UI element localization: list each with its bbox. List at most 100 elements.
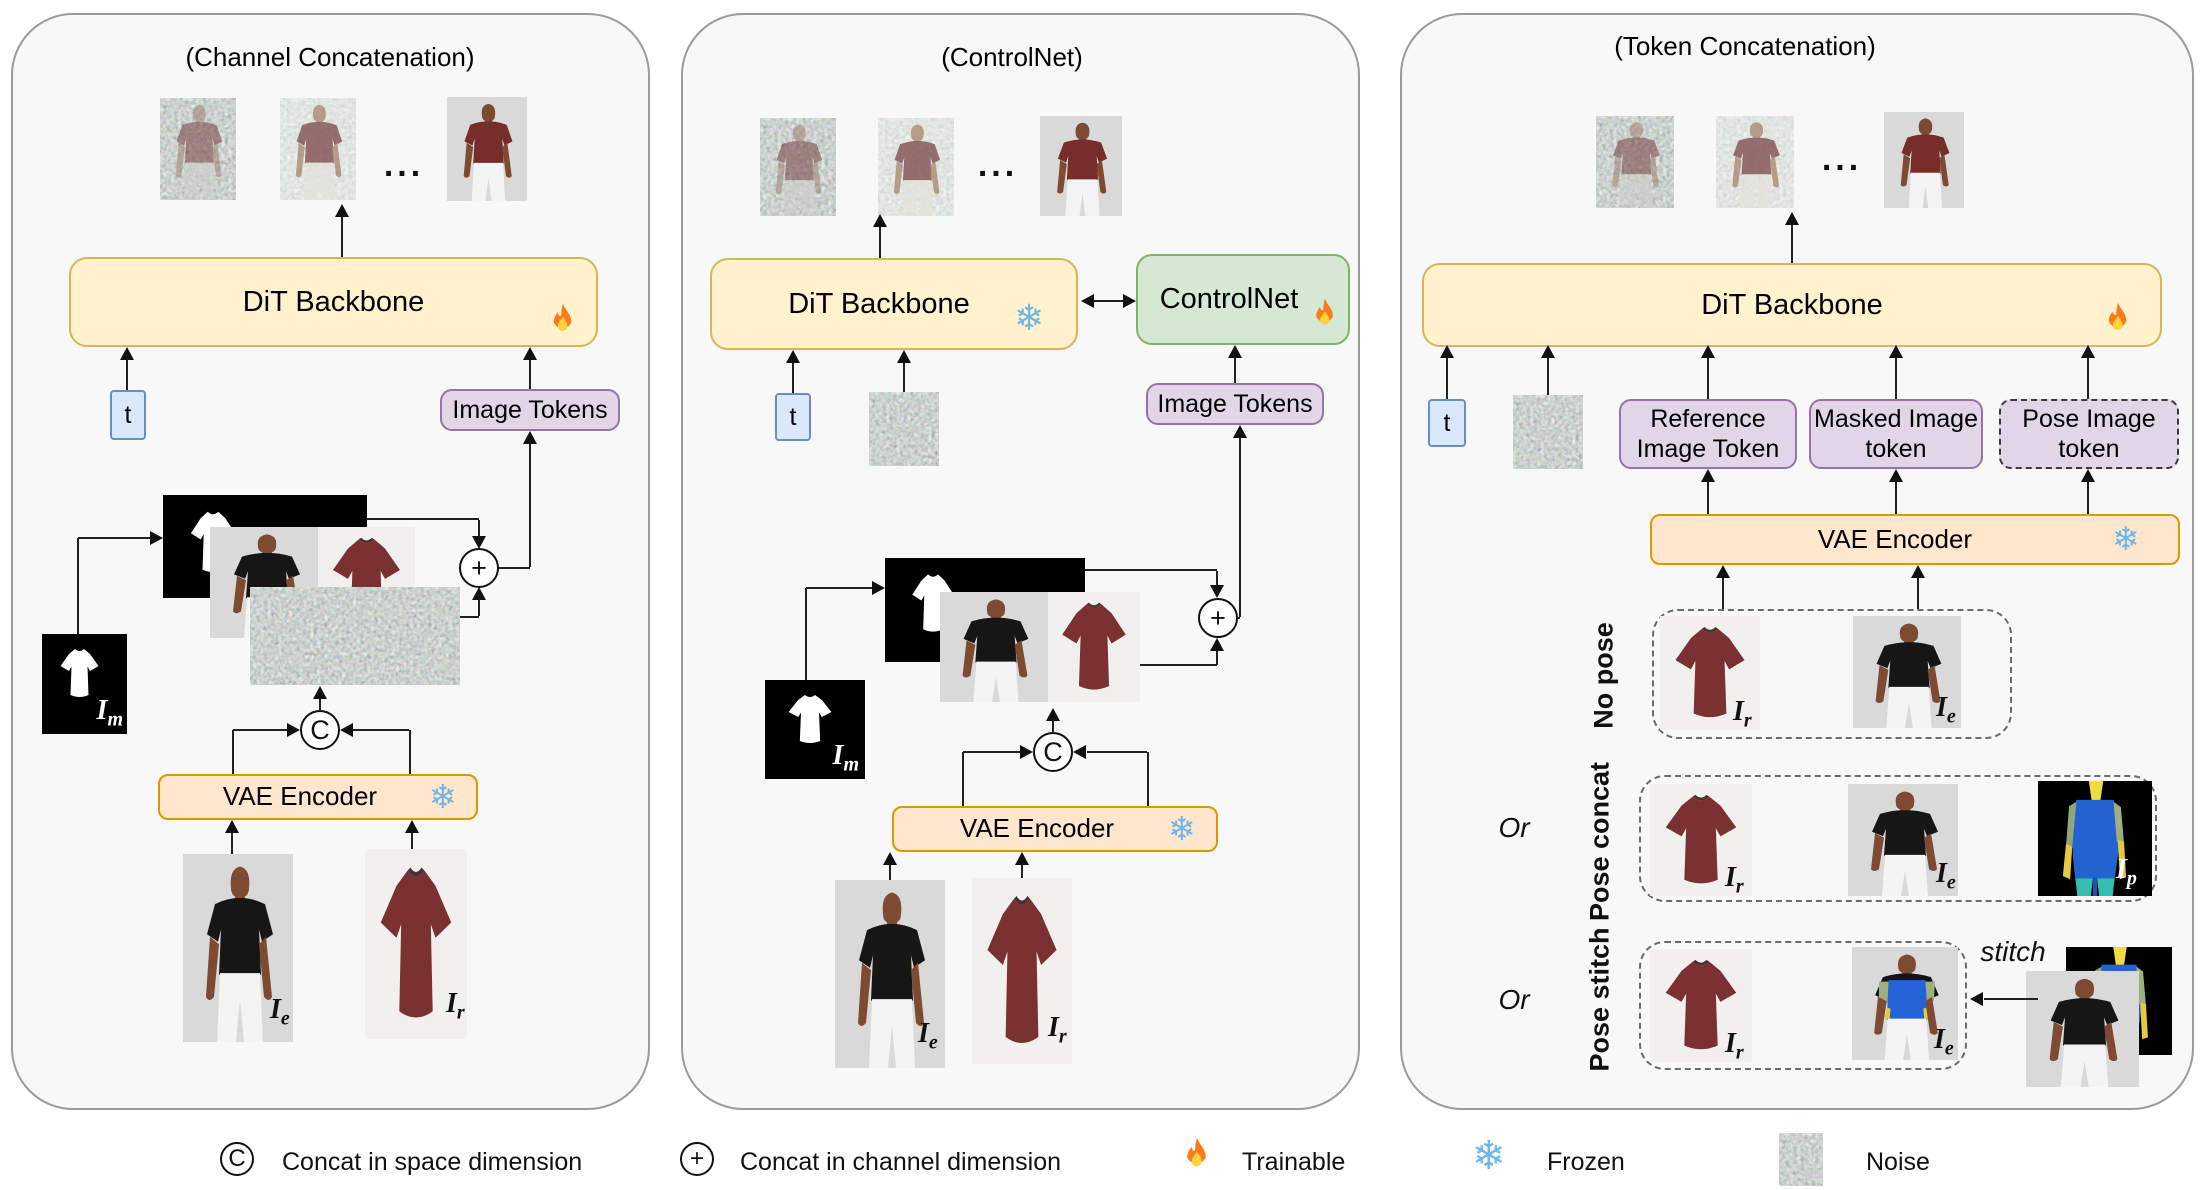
connector-line: [126, 357, 128, 390]
p2-image-tokens-box: Image Tokens: [1146, 383, 1324, 425]
p2-concat-channel-node: +: [1198, 598, 1238, 638]
connector-line: [78, 537, 151, 539]
p3-denoise-step1-image: [1596, 116, 1674, 208]
connector-line: [77, 538, 79, 634]
p3-vae-encoder-box: VAE Encoder: [1650, 514, 2180, 565]
connector-line: [1895, 481, 1897, 514]
ie-label: Ie: [918, 1018, 938, 1054]
connector-line: [1239, 437, 1241, 617]
arrowhead: [872, 581, 885, 595]
ie-label: Ie: [1936, 692, 1956, 728]
p2-vae-label: VAE Encoder: [959, 813, 1115, 844]
legend-concat-channel-label: Concat in channel dimension: [740, 1148, 1062, 1176]
connector-line: [499, 567, 530, 569]
connector-line: [319, 697, 321, 710]
flame-icon: [1316, 298, 1333, 325]
im-label: Im: [832, 740, 859, 776]
snowflake-icon: ❄: [1014, 297, 1045, 338]
p3-row2-label: Pose concat: [1584, 761, 1615, 922]
connector-line: [529, 357, 531, 389]
p3-row-pose-concat: [1639, 775, 2157, 902]
connector-line: [806, 587, 873, 589]
connector-line: [353, 729, 409, 731]
p3-dit-backbone-box: DiT Backbone: [1422, 263, 2162, 347]
c-symbol: C: [228, 1145, 246, 1172]
legend-concat-space-node: C: [220, 1142, 254, 1176]
p1-denoise-step1-image: [160, 98, 236, 200]
connector-line: [478, 520, 480, 537]
connector-line: [1216, 649, 1218, 665]
p1-timestep-box: t: [110, 390, 146, 440]
p3-stitch-label: stitch: [1980, 936, 2046, 967]
connector-line: [805, 588, 807, 680]
p2-image-tokens-label: Image Tokens: [1157, 390, 1313, 418]
arrowhead: [523, 431, 537, 444]
p3-denoise-step2-image: [1716, 116, 1794, 208]
pose-token-line1: Pose Image: [2022, 405, 2156, 433]
p3-pose-token-box: Pose Image token: [1999, 399, 2179, 469]
p3-dit-label: DiT Backbone: [1701, 288, 1883, 321]
arrowhead: [873, 214, 887, 227]
c-symbol: C: [1043, 736, 1063, 767]
p3-row-no-pose: [1652, 609, 2012, 739]
connector-line: [962, 752, 964, 806]
connector-line: [889, 862, 891, 880]
p3-timestep-box: t: [1428, 399, 1466, 447]
p1-concat-space-node: C: [300, 710, 340, 750]
arrowhead: [472, 587, 486, 600]
connector-line: [963, 751, 1020, 753]
connector-line: [2087, 357, 2089, 399]
arrowhead: [1073, 745, 1086, 759]
arrowhead: [786, 350, 800, 363]
arrowhead: [335, 204, 349, 217]
ref-token-line2: Image Token: [1636, 435, 1780, 463]
connector-line: [233, 729, 288, 731]
p1-image-tokens-box: Image Tokens: [440, 389, 620, 431]
arrowhead: [1123, 294, 1136, 308]
connector-line: [1895, 357, 1897, 399]
p2-concat-space-node: C: [1033, 732, 1073, 772]
snowflake-icon: ❄: [429, 778, 457, 815]
connector-line: [1085, 569, 1217, 571]
plus-symbol: +: [1210, 602, 1226, 633]
connector-line: [231, 830, 233, 854]
connector-line: [1052, 719, 1054, 732]
p2-timestep-label: t: [789, 403, 797, 431]
connector-line: [411, 830, 413, 849]
p2-noise-input-image: [869, 392, 939, 466]
connector-line: [1707, 481, 1709, 514]
arrowhead: [340, 723, 353, 737]
p2-vae-encoder-box: VAE Encoder: [892, 806, 1218, 852]
ie-label: Ie: [1934, 1024, 1954, 1060]
arrowhead: [2081, 345, 2095, 358]
connector-line: [1446, 357, 1448, 399]
arrowhead: [1701, 345, 1715, 358]
connector-line: [1216, 571, 1218, 587]
arrowhead: [1440, 345, 1454, 358]
p1-vae-label: VAE Encoder: [222, 781, 378, 812]
plus-symbol: +: [471, 552, 487, 583]
noise-swatch: [1779, 1133, 1823, 1186]
p1-denoise-step2-image: [280, 98, 356, 200]
p2-dit-label: DiT Backbone: [788, 287, 970, 320]
connector-line: [903, 360, 905, 392]
flame-icon: [2108, 302, 2127, 330]
ir-label: Ir: [1733, 696, 1752, 732]
p2-dit-backbone-box: DiT Backbone: [710, 258, 1078, 350]
arrowhead: [120, 347, 134, 360]
connector-line: [478, 598, 480, 616]
connector-line: [1087, 751, 1147, 753]
p1-final-output-image: [447, 97, 527, 201]
p1-image-tokens-label: Image Tokens: [452, 396, 608, 424]
ie-label: Ie: [1936, 858, 1956, 894]
p2-ellipsis: ...: [977, 146, 1019, 184]
p3-masked-token-box: Masked Image token: [1809, 399, 1983, 469]
pose-token-line2: token: [2058, 435, 2120, 463]
connector-line: [792, 360, 794, 393]
connector-line: [367, 518, 479, 520]
p1-dit-backbone-box: DiT Backbone: [69, 257, 598, 347]
p1-ellipsis: ...: [383, 146, 425, 184]
connector-line: [879, 226, 881, 258]
arrowhead: [897, 350, 911, 363]
